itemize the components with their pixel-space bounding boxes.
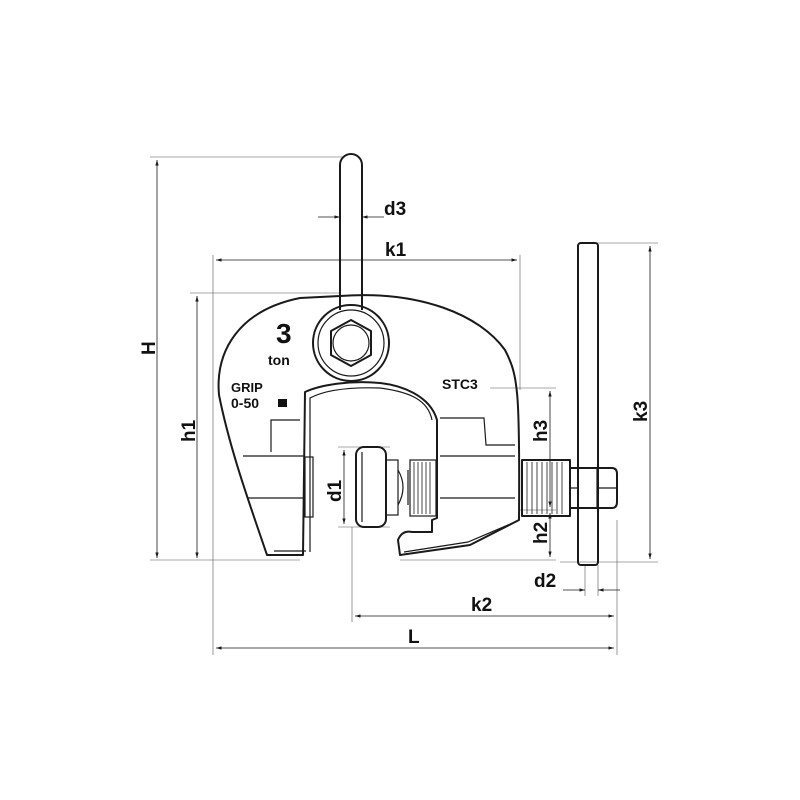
dim-h3: h3 [531,420,552,442]
grip-range: 0-50 [231,395,259,411]
dim-k2: k2 [471,595,492,616]
dim-k3: k3 [631,401,652,422]
model-label: STC3 [442,376,478,392]
dim-d1: d1 [325,479,346,502]
mm-square-icon [278,399,287,407]
capacity-number: 3 [276,318,292,349]
dim-d2: d2 [534,571,556,592]
dim-k1: k1 [385,240,407,261]
dim-h1: h1 [179,419,200,442]
grip-label: GRIP [231,380,263,395]
clamp-body [217,294,521,556]
dim-h2: h2 [531,522,552,544]
t-handle [577,242,599,566]
eye-bolt [312,153,390,382]
hex-nut-icon [330,319,372,367]
dim-d3: d3 [384,199,406,220]
extension-lines [150,156,658,655]
dim-L: L [408,627,420,648]
dim-H: H [139,341,160,355]
capacity-unit: ton [268,352,290,368]
dimension-lines [155,160,652,650]
pressure-screw [355,446,618,528]
